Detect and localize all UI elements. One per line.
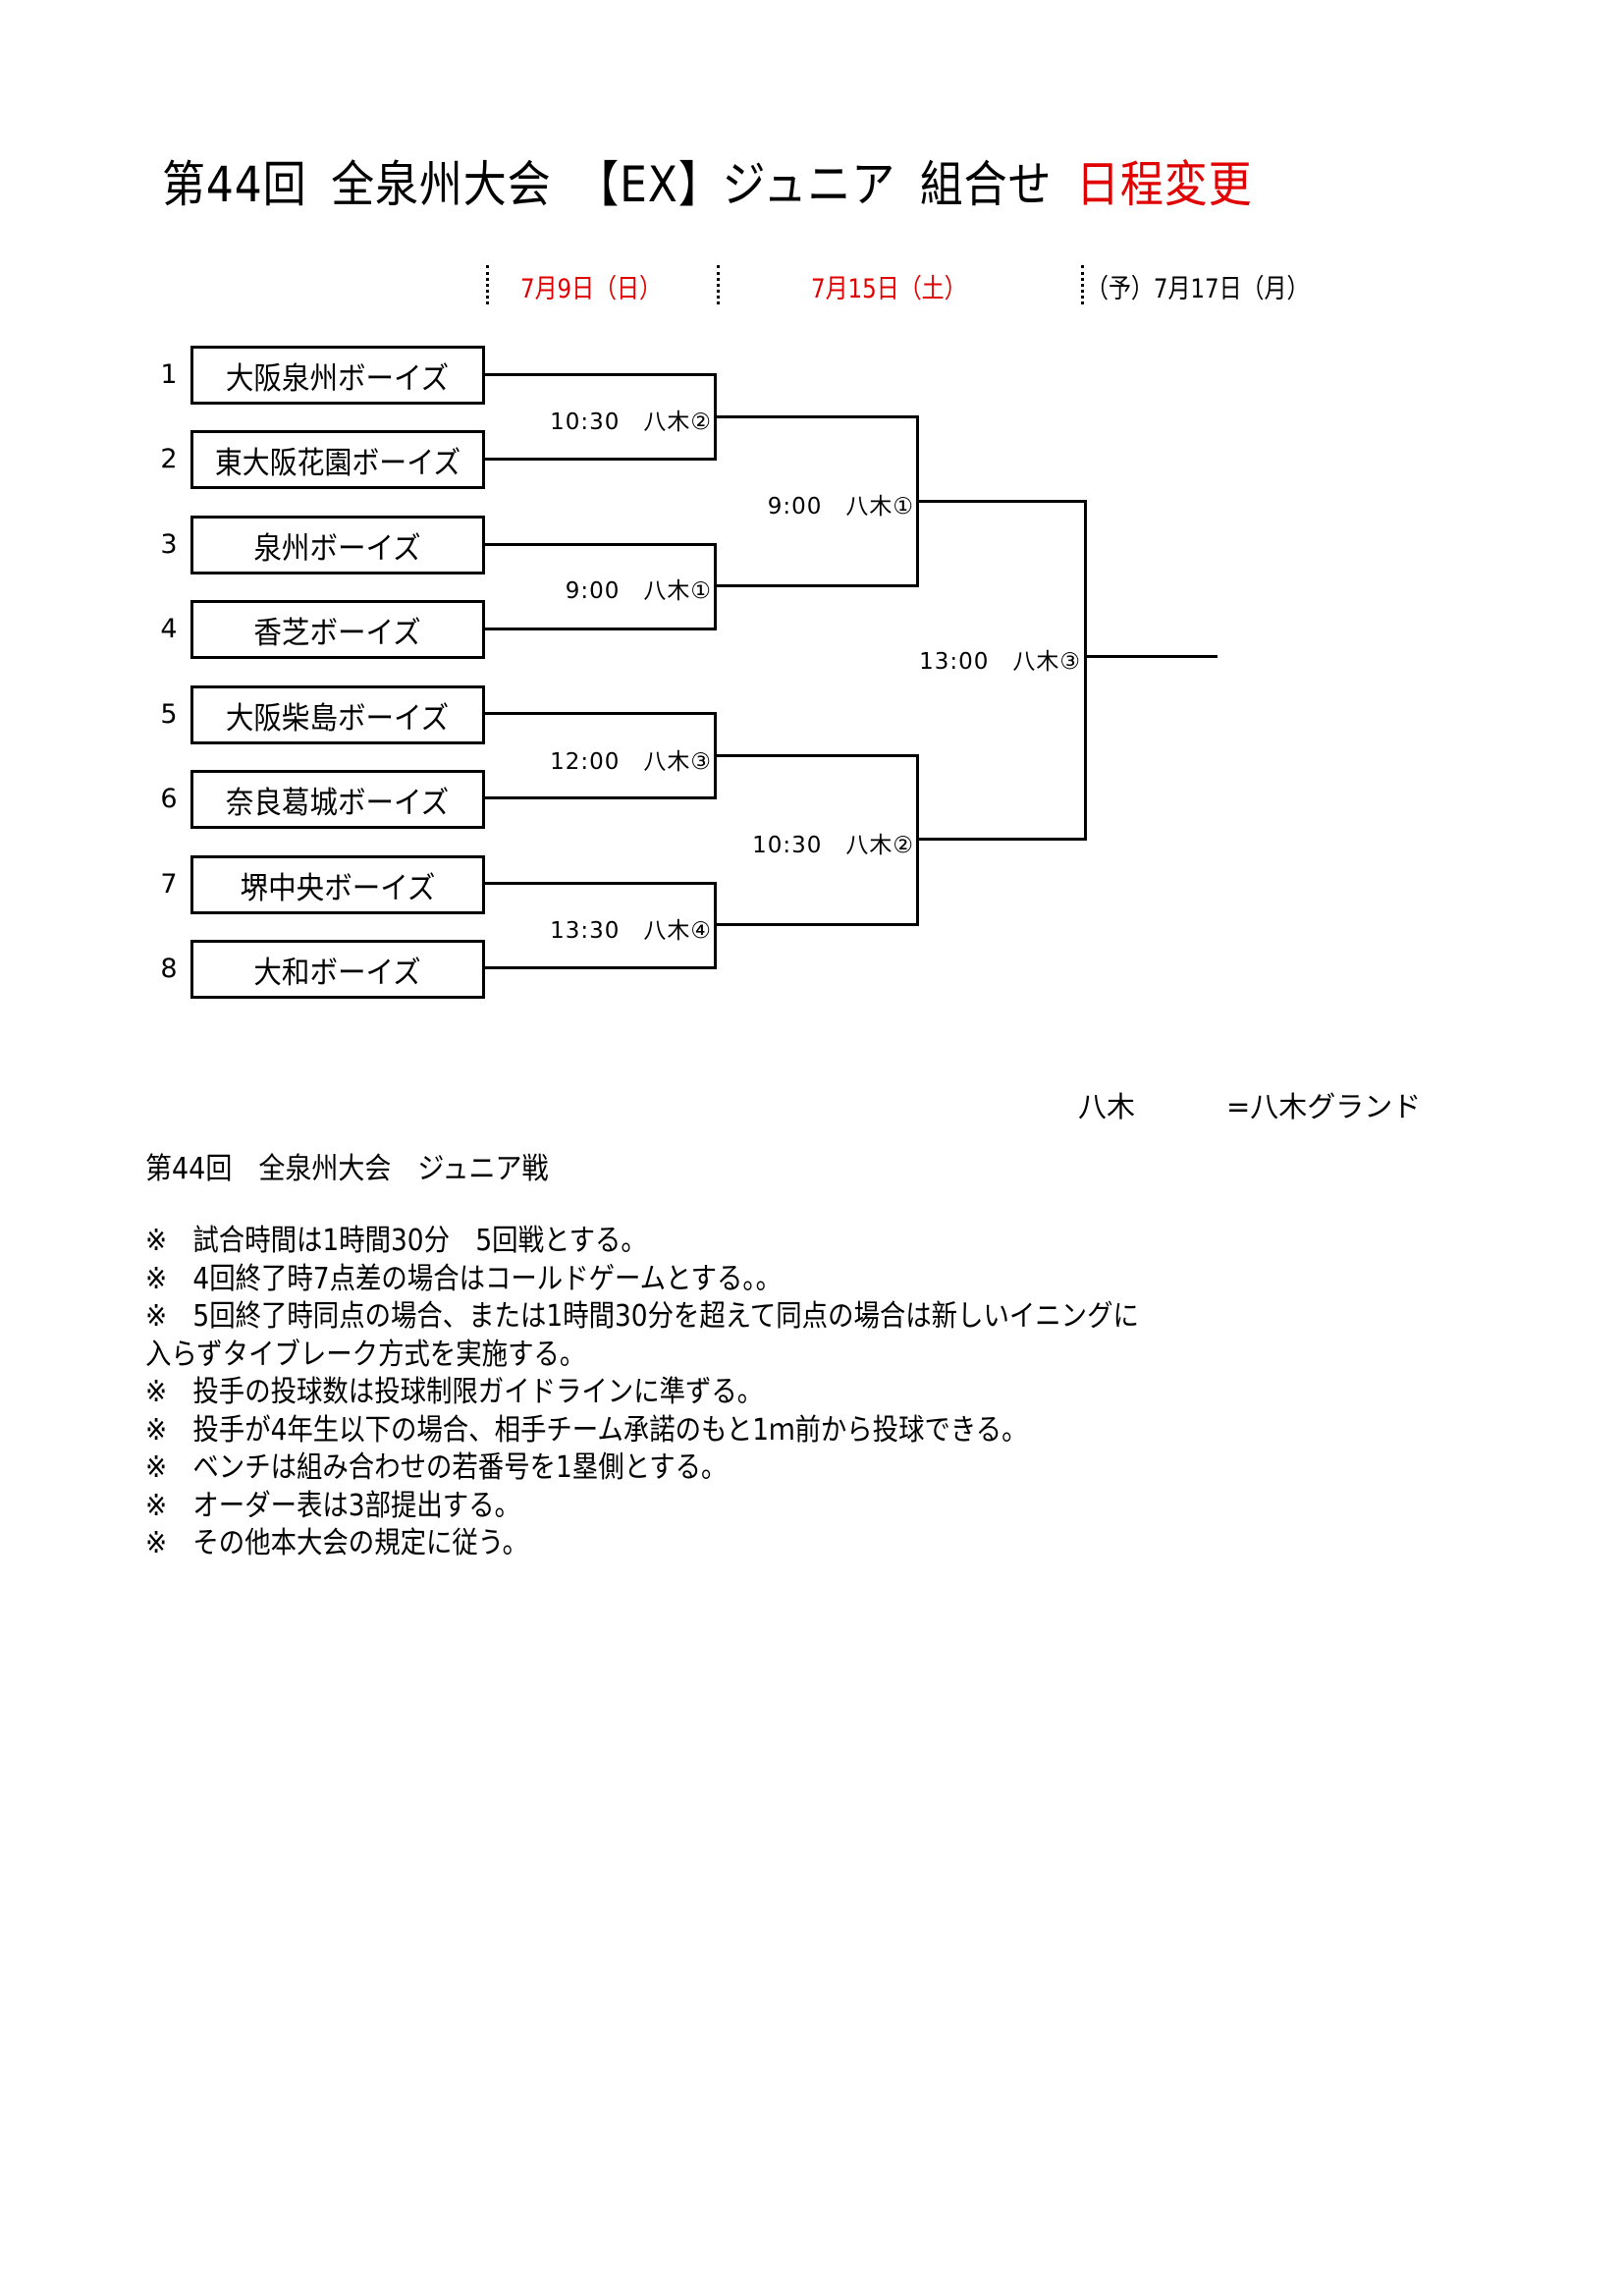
title-bracket: 組合せ — [919, 156, 1053, 213]
date-divider — [1081, 265, 1084, 304]
round1-date: 7月9日（日） — [520, 274, 662, 304]
page-title: 第44回全泉州大会【EX】ジュニア組合せ日程変更 — [162, 145, 1276, 216]
rule-text: 入らずタイブレーク方式を実施する。 — [145, 1337, 586, 1372]
rule-item: ※ 5回終了時同点の場合、または1時間30分を超えて同点の場合は新しいイニングに — [145, 1298, 1139, 1337]
legend-abbr: 八木 — [1078, 1090, 1136, 1123]
team-name: 香芝ボーイズ — [253, 615, 422, 651]
rule-text: ベンチは組み合わせの若番号を1塁側とする。 — [192, 1450, 728, 1485]
note-mark: ※ — [145, 1261, 168, 1296]
team-name: 奈良葛城ボーイズ — [226, 785, 450, 821]
seed-number: 7 — [160, 869, 178, 900]
legend-meaning: =八木グランド — [1226, 1090, 1422, 1123]
bracket-line — [714, 882, 717, 969]
bracket-line — [485, 712, 716, 715]
seed-number: 8 — [160, 954, 178, 984]
title-schedule-change: 日程変更 — [1076, 156, 1253, 213]
rule-item: ※ 試合時間は1時間30分 5回戦とする。 — [145, 1223, 1139, 1261]
title-tournament: 全泉州大会 — [331, 156, 552, 213]
bracket-line — [1084, 500, 1087, 841]
bracket-line — [717, 415, 919, 418]
team-box: 泉州ボーイズ — [190, 516, 485, 574]
match-label: 12:00 八木③ — [550, 749, 712, 775]
bracket-line — [485, 373, 716, 376]
rule-text: 5回終了時同点の場合、または1時間30分を超えて同点の場合は新しいイニングに — [192, 1299, 1139, 1334]
bracket-line — [717, 754, 919, 757]
rules-subtitle: 第44回 全泉州大会 ジュニア戦 — [145, 1152, 549, 1186]
rule-item: ※ ベンチは組み合わせの若番号を1塁側とする。 — [145, 1449, 1139, 1488]
team-box: 香芝ボーイズ — [190, 600, 485, 659]
note-mark: ※ — [145, 1450, 168, 1485]
team-name: 東大阪花園ボーイズ — [214, 445, 461, 481]
bracket-line — [485, 882, 716, 885]
rules-list: ※ 試合時間は1時間30分 5回戦とする。 ※ 4回終了時7点差の場合はコールドゲー… — [145, 1223, 1139, 1563]
bracket-line — [485, 796, 716, 799]
bracket-line — [919, 500, 1087, 503]
note-mark: ※ — [145, 1299, 168, 1334]
champion-line — [1087, 655, 1218, 658]
seed-number: 6 — [160, 784, 178, 814]
bracket-line — [714, 712, 717, 799]
team-box: 堺中央ボーイズ — [190, 855, 485, 914]
rule-item: ※ その他本大会の規定に従う。 — [145, 1525, 1139, 1563]
note-mark: ※ — [145, 1412, 168, 1448]
team-name: 大阪柴島ボーイズ — [226, 700, 450, 737]
bracket-line — [485, 458, 716, 461]
rule-text: 4回終了時7点差の場合はコールドゲームとする。。 — [192, 1261, 783, 1296]
note-mark: ※ — [145, 1224, 168, 1258]
rule-item-continuation: 入らずタイブレーク方式を実施する。 — [145, 1337, 1139, 1375]
rule-text: その他本大会の規定に従う。 — [192, 1526, 529, 1560]
bracket-line — [916, 754, 919, 926]
rule-text: 投手が4年生以下の場合、相手チーム承諾のもと1ｍ前から投球できる。 — [192, 1412, 1028, 1448]
team-name: 堺中央ボーイズ — [240, 870, 436, 906]
bracket-line — [485, 966, 716, 969]
bracket-line — [717, 923, 919, 926]
date-divider — [486, 265, 489, 304]
seed-number: 3 — [160, 529, 178, 560]
match-label: 9:00 八木① — [565, 578, 712, 604]
date-divider — [717, 265, 720, 304]
round2-date: 7月15日（土） — [811, 274, 967, 304]
bracket-line — [916, 415, 919, 587]
match-label: 10:30 八木② — [550, 410, 712, 435]
match-label: 9:00 八木① — [767, 494, 914, 519]
seed-number: 5 — [160, 699, 178, 730]
note-mark: ※ — [145, 1375, 168, 1409]
seed-number: 1 — [160, 359, 178, 390]
rule-text: 投手の投球数は投球制限ガイドラインに準ずる。 — [192, 1375, 764, 1409]
final-date: （予）7月17日（月） — [1086, 274, 1310, 304]
bracket-line — [714, 373, 717, 461]
team-name: 大和ボーイズ — [253, 955, 422, 991]
title-division: 【EX】ジュニア — [575, 156, 896, 213]
note-mark: ※ — [145, 1488, 168, 1523]
rule-item: ※ 投手の投球数は投球制限ガイドラインに準ずる。 — [145, 1374, 1139, 1412]
seed-number: 4 — [160, 614, 178, 644]
rule-item: ※ オーダー表は3部提出する。 — [145, 1488, 1139, 1526]
team-name: 大阪泉州ボーイズ — [226, 360, 450, 397]
team-box: 奈良葛城ボーイズ — [190, 770, 485, 829]
match-label: 13:30 八木④ — [550, 918, 712, 944]
note-mark: ※ — [145, 1526, 168, 1560]
team-box: 大阪泉州ボーイズ — [190, 346, 485, 405]
team-box: 東大阪花園ボーイズ — [190, 430, 485, 489]
seed-number: 2 — [160, 444, 178, 474]
rule-item: ※ 投手が4年生以下の場合、相手チーム承諾のもと1ｍ前から投球できる。 — [145, 1412, 1139, 1450]
bracket-line — [485, 543, 716, 546]
team-box: 大阪柴島ボーイズ — [190, 685, 485, 744]
rule-text: オーダー表は3部提出する。 — [192, 1488, 521, 1523]
bracket-line — [717, 584, 919, 587]
team-box: 大和ボーイズ — [190, 940, 485, 999]
final-match-label: 13:00 八木③ — [919, 649, 1081, 675]
team-name: 泉州ボーイズ — [253, 530, 422, 567]
title-edition: 第44回 — [162, 156, 307, 213]
bracket-line — [714, 543, 717, 630]
bracket-line — [485, 628, 716, 630]
match-label: 10:30 八木② — [752, 833, 914, 858]
rule-item: ※ 4回終了時7点差の場合はコールドゲームとする。。 — [145, 1261, 1139, 1299]
bracket-line — [919, 838, 1087, 841]
rule-text: 試合時間は1時間30分 5回戦とする。 — [192, 1224, 647, 1258]
